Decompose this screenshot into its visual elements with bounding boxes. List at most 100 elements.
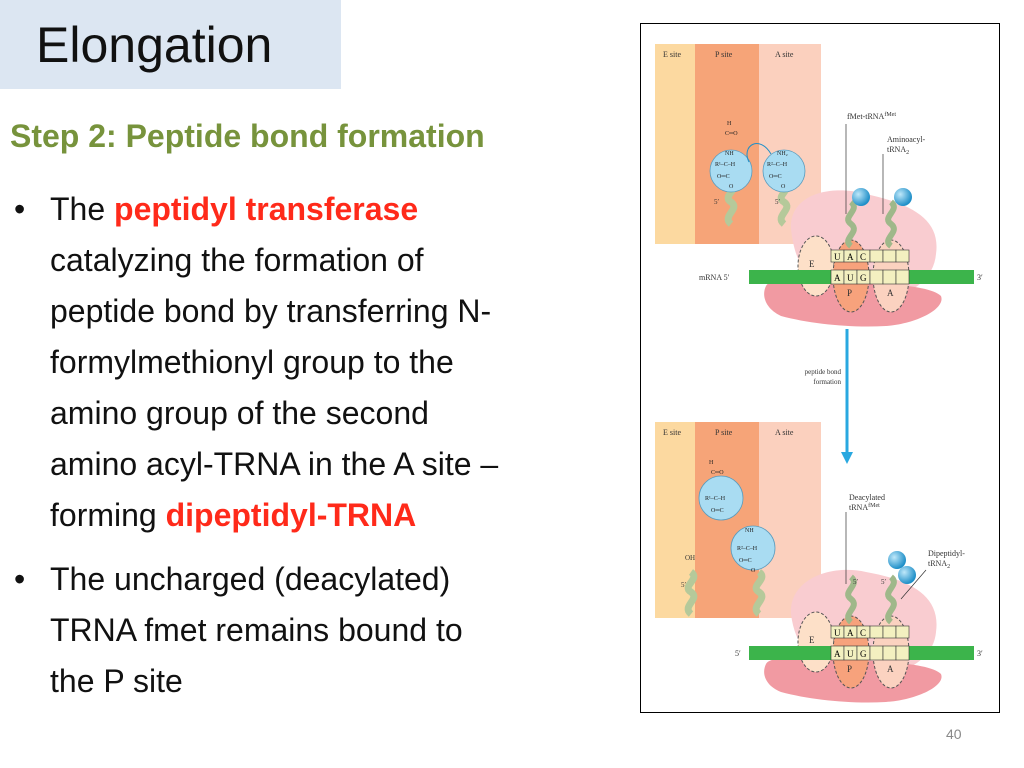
deacylated-trna — [845, 574, 857, 625]
bullet-item-1: • The peptidyl transferase catalyzing th… — [14, 184, 614, 541]
left-5prime-2: 5′ — [681, 581, 687, 589]
fmet-residue-circle — [709, 149, 753, 193]
p-site-column-2 — [695, 422, 759, 618]
chem-oc-2: O═C — [769, 174, 782, 180]
chem-r1: R¹–C–H — [715, 162, 736, 168]
highlight-peptidyl-transferase: peptidyl transferase — [114, 191, 419, 227]
chem-nh: NH — [725, 151, 734, 157]
p-site-label: P site — [715, 50, 733, 59]
chem-oc-3: O═C — [711, 508, 724, 514]
codon-row-bottom-2: A U G — [830, 645, 910, 661]
pocket-a-label-2: A — [887, 664, 894, 674]
mrna-3prime-2: 3′ — [977, 649, 983, 658]
fmet-trna-label: fMet-tRNAfMet — [847, 111, 896, 121]
bullet-dot: • — [14, 561, 26, 597]
fmet-ball — [852, 188, 870, 206]
chem-r2: R²–C–H — [767, 162, 788, 168]
e-site-label-2: E site — [663, 428, 681, 437]
oh-label: OH — [685, 554, 695, 562]
bullet-2-line-1: The uncharged (deacylated) — [50, 561, 451, 597]
trna-5prime-right: 5′ — [881, 578, 887, 586]
bullet-2-line-2: TRNA fmet remains bound to — [50, 612, 463, 648]
a-site-label: A site — [775, 50, 794, 59]
bullet-1-line-7: forming dipeptidyl-TRNA — [50, 490, 614, 541]
bottom-panel: E site P site A site E P A U A C — [655, 422, 983, 703]
anticodon-a: A — [847, 252, 854, 262]
ribosome-diagram: E site P site A site E P A U — [655, 44, 983, 703]
codon-a-2: A — [834, 649, 841, 659]
codon-u: U — [847, 273, 854, 283]
bullet-1-line-1: The peptidyl transferase — [50, 184, 614, 235]
bullet-item-2: • The uncharged (deacylated) TRNA fmet r… — [14, 554, 614, 707]
fmet-residue-circle-2 — [698, 475, 744, 521]
aminoacid-ball — [894, 188, 912, 206]
chem-co: C═O — [725, 131, 738, 137]
chem-nh2: NH₂ — [777, 151, 788, 157]
slide-subtitle: Step 2: Peptide bond formation — [10, 118, 485, 154]
left-dipeptidyl-trna — [752, 569, 766, 617]
pocket-e-label: E — [809, 259, 815, 269]
bullet-dot: • — [14, 191, 26, 227]
chem-r2-2: R²–C–H — [737, 546, 758, 552]
aminoacyl-label-1: Aminoacyl- — [887, 135, 926, 144]
aminoacyl-residue-circle — [762, 149, 806, 193]
chem-oc-1: O═C — [717, 174, 730, 180]
chem-o-2: O — [781, 184, 786, 190]
pocket-p-label-2: P — [847, 664, 852, 674]
fmet-ball-2 — [888, 551, 906, 569]
mrna-3prime: 3′ — [977, 273, 983, 282]
aminoacyl-residue-circle-2 — [730, 525, 776, 571]
chem-h-2: H — [709, 460, 714, 466]
right-5prime: 5′ — [775, 198, 781, 206]
bullet-1-line-2: catalyzing the formation of — [50, 242, 424, 278]
pocket-e-label-2: E — [809, 635, 815, 645]
dipeptidyl-label-1: Dipeptidyl- — [928, 549, 965, 558]
chem-nh-2: NH — [745, 528, 754, 534]
arrow-label-2: formation — [813, 378, 841, 386]
pocket-a-label: A — [887, 288, 894, 298]
slide-title: Elongation — [36, 17, 273, 73]
chem-co-2: C═O — [711, 470, 724, 476]
chem-h: H — [727, 121, 732, 127]
pocket-p-label: P — [847, 288, 852, 298]
title-banner: Elongation — [0, 0, 341, 89]
chem-o-1: O — [729, 184, 734, 190]
deacylated-label-1: Deacylated — [849, 493, 885, 502]
mrna-5prime-2: 5′ — [735, 649, 741, 658]
aminoacyl-label-2: tRNA2 — [887, 145, 909, 156]
e-site-label: E site — [663, 50, 681, 59]
aminoacid-ball-2 — [898, 566, 916, 584]
p-site-label-2: P site — [715, 428, 733, 437]
codon-g-2: G — [860, 649, 867, 659]
trna-5prime-mid: 5′ — [853, 578, 859, 586]
anticodon-a-2: A — [847, 628, 854, 638]
reaction-arrow: peptide bond formation — [805, 329, 853, 464]
codon-u-2: U — [847, 649, 854, 659]
e-pocket — [797, 235, 835, 297]
page-number: 40 — [946, 726, 962, 742]
anticodon-c-2: C — [860, 628, 866, 638]
bullet-1-line-6: amino acyl-TRNA in the A site – — [50, 446, 499, 482]
codon-a: A — [834, 273, 841, 283]
bullet-1-line-5: amino group of the second — [50, 395, 429, 431]
dipeptidyl-trna — [885, 574, 897, 625]
e-pocket-2 — [797, 611, 835, 673]
highlight-dipeptidyl-trna: dipeptidyl-TRNA — [165, 497, 417, 533]
anticodon-u-2: U — [834, 628, 841, 638]
deacylated-label-2: tRNAfMet — [849, 502, 880, 512]
top-panel: E site P site A site E P A U — [655, 44, 983, 327]
p-site-column — [695, 44, 759, 244]
left-deacyl-trna — [684, 569, 698, 617]
anticodon-c: C — [860, 252, 866, 262]
mrna-label: mRNA 5′ — [699, 273, 730, 282]
bullet-1-line-4: formylmethionyl group to the — [50, 344, 454, 380]
ribosome-figure: E site P site A site E P A U — [640, 23, 1000, 713]
bullet-2-line-3: the P site — [50, 663, 183, 699]
codon-row-top-2: U A C — [830, 625, 910, 639]
arrow-label-1: peptide bond — [805, 368, 842, 376]
transfer-arrow — [746, 143, 772, 163]
bullet-1-text: The — [50, 191, 115, 227]
anticodon-u: U — [834, 252, 841, 262]
dipeptidyl-label-2: tRNA2 — [928, 559, 950, 570]
codon-g: G — [860, 273, 867, 283]
